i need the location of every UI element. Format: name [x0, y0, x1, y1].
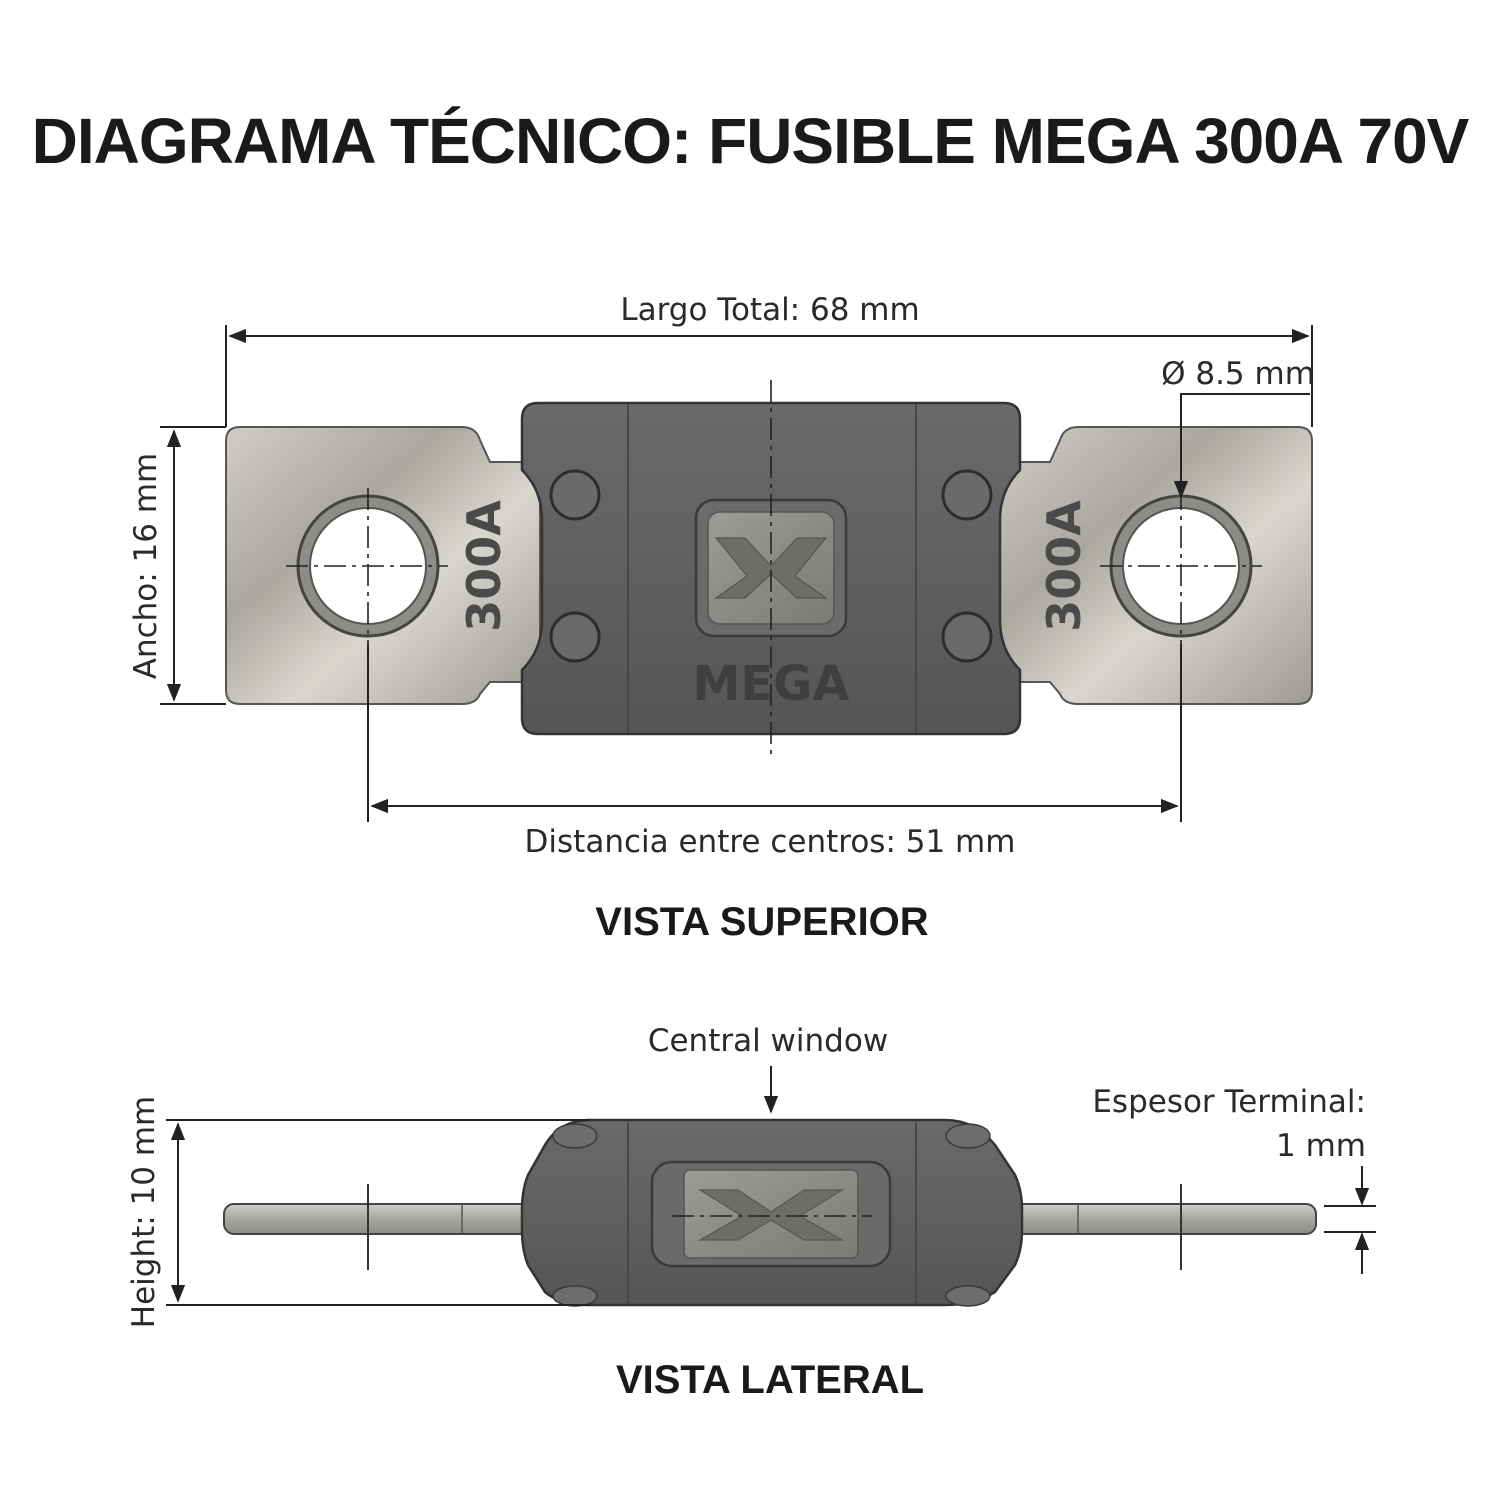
- side-view-title: VISTA LATERAL: [616, 1358, 924, 1402]
- body-rivet-top-left: [549, 469, 601, 521]
- body-rivet-bottom-left: [549, 611, 601, 663]
- fuse-element-icon: [714, 537, 828, 599]
- width-label: Ancho: 16 mm: [128, 453, 164, 680]
- body-rivet-bottom-right: [941, 611, 993, 663]
- diagram-title: DIAGRAMA TÉCNICO: FUSIBLE MEGA 300A 70V: [32, 105, 1470, 177]
- side-fuse-element-icon: [697, 1189, 845, 1241]
- terminal-marking-left: 300A: [457, 500, 511, 632]
- body-rivet-top-right: [941, 469, 993, 521]
- top-view: 300A 300A MEGA Largo Total: 68 mm: [128, 288, 1315, 944]
- overall-length-label: Largo Total: 68 mm: [620, 292, 919, 328]
- central-window-label: Central window: [648, 1023, 888, 1059]
- thickness-label-line1: Espesor Terminal:: [1092, 1084, 1366, 1120]
- height-label: Height: 10 mm: [126, 1096, 162, 1328]
- top-view-title: VISTA SUPERIOR: [595, 900, 928, 944]
- hole-diameter-label: Ø 8.5 mm: [1161, 356, 1315, 392]
- side-view: Central window Height: 10 mm Espesor Ter…: [126, 1023, 1376, 1402]
- center-distance-label: Distancia entre centros: 51 mm: [525, 824, 1016, 860]
- side-central-window: [650, 1160, 892, 1268]
- terminal-marking-right: 300A: [1037, 500, 1091, 632]
- thickness-label-line2: 1 mm: [1276, 1128, 1366, 1164]
